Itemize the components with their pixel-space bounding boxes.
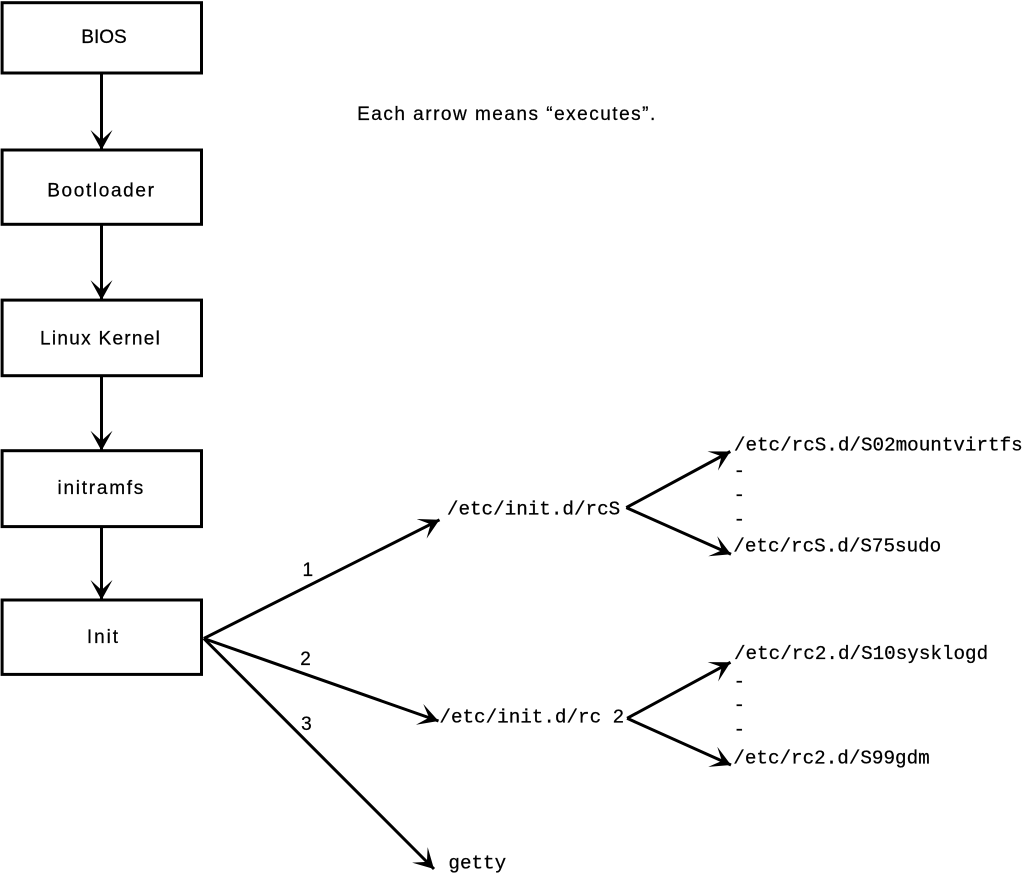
svg-text:3: 3 (301, 714, 312, 735)
svg-text:/etc/rc2.d/S10sysklogd: /etc/rc2.d/S10sysklogd (734, 643, 988, 665)
svg-text:Linux Kernel: Linux Kernel (40, 328, 161, 349)
svg-text:-: - (734, 485, 746, 507)
svg-text:Bootloader: Bootloader (47, 181, 155, 202)
svg-text:/etc/rcS.d/S02mountvirtfs: /etc/rcS.d/S02mountvirtfs (734, 435, 1023, 457)
svg-text:Each arrow means “executes”.: Each arrow means “executes”. (357, 104, 657, 125)
svg-text:/etc/rcS.d/S75sudo: /etc/rcS.d/S75sudo (733, 536, 941, 558)
svg-text:/etc/init.d/rcS: /etc/init.d/rcS (447, 499, 620, 521)
svg-text:-: - (734, 509, 746, 531)
svg-text:BIOS: BIOS (81, 27, 126, 48)
svg-text:-: - (734, 671, 746, 693)
svg-text:/etc/init.d/rc 2: /etc/init.d/rc 2 (439, 707, 624, 729)
svg-text:-: - (734, 460, 746, 482)
svg-text:1: 1 (303, 560, 314, 581)
svg-text:getty: getty (448, 853, 506, 875)
svg-text:-: - (734, 719, 746, 741)
svg-text:initramfs: initramfs (58, 478, 146, 499)
svg-text:Init: Init (87, 627, 120, 648)
svg-text:-: - (734, 695, 746, 717)
svg-text:/etc/rc2.d/S99gdm: /etc/rc2.d/S99gdm (733, 748, 929, 770)
svg-text:2: 2 (300, 649, 311, 670)
